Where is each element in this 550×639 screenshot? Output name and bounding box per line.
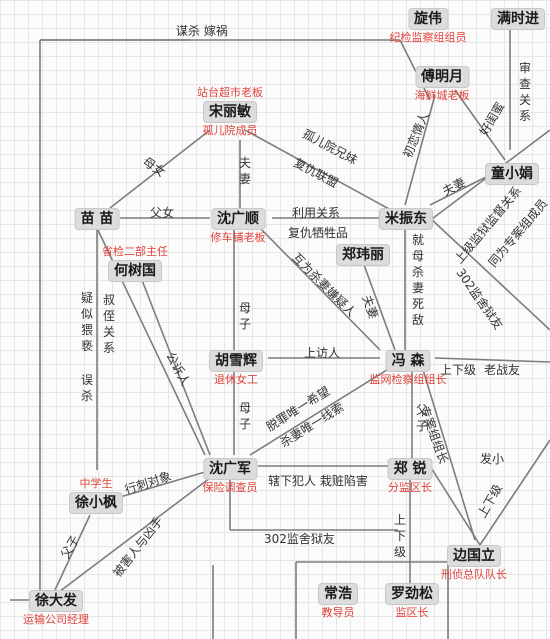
label-shangxia-ji-3: 上下级 bbox=[393, 513, 406, 559]
label-fu-nv: 父女 bbox=[150, 206, 175, 220]
node-qi-wei-role: 纪检监察组组员 bbox=[389, 31, 467, 44]
edge-tongxiaojuan-mizhendong bbox=[429, 174, 491, 206]
node-shen-guangjun-name: 沈广军 bbox=[203, 458, 257, 480]
edge-heshuguo-shenguangjun bbox=[139, 274, 211, 456]
node-qi-wei[interactable]: 旋伟 纪检监察组组员 bbox=[390, 8, 467, 45]
edge-bianguoli-right bbox=[479, 439, 550, 546]
node-shen-guangshun[interactable]: 沈广顺 修车铺老板 bbox=[211, 208, 266, 245]
node-xu-xiaofeng-name: 徐小枫 bbox=[69, 492, 123, 514]
node-miao-miao[interactable]: 苗 苗 bbox=[74, 208, 120, 230]
node-zheng-weili[interactable]: 郑玮丽 bbox=[336, 244, 390, 266]
node-chang-hao-role: 教导员 bbox=[321, 606, 355, 619]
node-man-shijin-name: 满时进 bbox=[491, 8, 545, 30]
node-hu-xuehui[interactable]: 胡雪辉 退休女工 bbox=[209, 350, 263, 387]
node-xu-dafa[interactable]: 徐大发 运输公司经理 bbox=[23, 590, 89, 627]
node-luo-jinsong-name: 罗劲松 bbox=[385, 583, 439, 605]
node-fu-mingyue-role: 海鲜城老板 bbox=[414, 89, 470, 102]
node-chang-hao-name: 常浩 bbox=[318, 583, 358, 605]
label-mousha-jiahuo: 谋杀 嫁祸 bbox=[176, 24, 228, 38]
label-fuyou-xishengpin: 复仇牺牲品 bbox=[288, 226, 349, 240]
node-zheng-weili-name: 郑玮丽 bbox=[336, 244, 390, 266]
label-shuzhi-guanxi: 叔侄关系 bbox=[102, 293, 115, 355]
node-xu-xiaofeng-role-above: 中学生 bbox=[79, 477, 113, 490]
edge-zhengweili-fengsen bbox=[362, 261, 396, 351]
label-xiaxia-fanren: 辖下犯人 栽赃陷害 bbox=[268, 474, 368, 488]
node-tong-xiaojuan[interactable]: 童小娟 bbox=[485, 163, 539, 185]
node-chang-hao[interactable]: 常浩 教导员 bbox=[318, 583, 358, 620]
edge-zhengrui-bianguoli bbox=[429, 465, 481, 546]
edge-shenguangjun-fengsen bbox=[249, 367, 391, 456]
node-shen-guangjun-role: 保险调查员 bbox=[202, 481, 258, 494]
node-song-limin-role-above: 站台超市老板 bbox=[197, 86, 263, 99]
node-song-limin-role: 孤儿院成员 bbox=[202, 124, 258, 137]
label-yisi-weixie: 疑似猥亵 bbox=[80, 291, 93, 353]
node-fu-mingyue-name: 傅明月 bbox=[415, 66, 469, 88]
node-xu-dafa-name: 徐大发 bbox=[29, 590, 83, 612]
node-qi-wei-name: 旋伟 bbox=[408, 8, 448, 30]
label-mu-zi-1: 母子 bbox=[238, 301, 251, 331]
label-gudu-302-2: 302监舍狱友 bbox=[264, 532, 335, 546]
node-zheng-rui-name: 郑 锐 bbox=[387, 458, 433, 480]
node-bian-guoli-name: 边国立 bbox=[447, 545, 501, 567]
edge-mizhendong-right-down bbox=[429, 217, 550, 331]
node-bian-guoli-role: 刑侦总队队长 bbox=[441, 568, 507, 581]
label-wusha: 误杀 bbox=[80, 373, 93, 403]
node-shen-guangshun-name: 沈广顺 bbox=[211, 208, 265, 230]
node-fu-mingyue[interactable]: 傅明月 海鲜城老板 bbox=[415, 66, 470, 103]
node-song-limin[interactable]: 站台超市老板 宋丽敏 孤儿院成员 bbox=[197, 86, 263, 138]
edge-songlimin-miaomiao bbox=[109, 129, 211, 209]
node-tong-xiaojuan-name: 童小娟 bbox=[485, 163, 539, 185]
node-he-shuguo-role-above: 省检二部主任 bbox=[102, 245, 168, 258]
node-feng-sen[interactable]: 冯 森 监网检察组组长 bbox=[370, 350, 447, 387]
node-miao-miao-name: 苗 苗 bbox=[74, 208, 120, 230]
node-feng-sen-name: 冯 森 bbox=[385, 350, 431, 372]
node-hu-xuehui-name: 胡雪辉 bbox=[209, 350, 263, 372]
node-luo-jinsong-role: 监区长 bbox=[395, 606, 429, 619]
node-song-limin-name: 宋丽敏 bbox=[203, 101, 257, 123]
node-mi-zhendong[interactable]: 米振东 bbox=[379, 208, 433, 230]
node-he-shuguo[interactable]: 省检二部主任 何树国 bbox=[102, 245, 168, 282]
edge-fumingyue-tongxiaojuan bbox=[454, 89, 506, 161]
label-liyong-guanxi: 利用关系 bbox=[292, 206, 341, 220]
label-lao-zhanyou: 老战友 bbox=[484, 363, 521, 377]
node-feng-sen-role: 监网检察组组长 bbox=[369, 373, 447, 386]
label-shenji-guanxi: 审查关系 bbox=[518, 61, 531, 123]
edge-shenguangjun-xudafa bbox=[54, 477, 211, 596]
edge-shenguangjun-xuxiaofeng bbox=[109, 471, 206, 501]
node-shen-guangshun-role: 修车铺老板 bbox=[210, 231, 266, 244]
edge-fumingyue-mizhendong bbox=[404, 94, 436, 206]
edge-fengsen-right bbox=[434, 357, 550, 363]
node-man-shijin[interactable]: 满时进 bbox=[491, 8, 545, 30]
node-zheng-rui-role: 分监区长 bbox=[388, 481, 432, 494]
label-fu-qi-1: 夫妻 bbox=[238, 156, 251, 186]
node-hu-xuehui-role: 退休女工 bbox=[214, 373, 258, 386]
node-zheng-rui[interactable]: 郑 锐 分监区长 bbox=[387, 458, 433, 495]
edge-songlimin-mizhendong bbox=[244, 129, 401, 216]
edge-xuxiaofeng-xudafa bbox=[54, 514, 91, 591]
node-bian-guoli[interactable]: 边国立 刑侦总队队长 bbox=[441, 545, 507, 582]
node-xu-dafa-role: 运输公司经理 bbox=[23, 613, 89, 626]
label-mu-zi-2: 母子 bbox=[238, 401, 251, 431]
label-shangfang-ren: 上访人 bbox=[304, 346, 341, 360]
label-jiumu-shaqi-sidi: 就母杀妻死敌 bbox=[411, 233, 424, 327]
node-he-shuguo-name: 何树国 bbox=[108, 260, 162, 282]
node-shen-guangjun[interactable]: 沈广军 保险调查员 bbox=[203, 458, 258, 495]
edge-fengsen-bianguoli-a bbox=[419, 359, 476, 541]
node-xu-xiaofeng[interactable]: 中学生 徐小枫 bbox=[69, 477, 123, 514]
label-fa-xiao: 发小 bbox=[480, 452, 505, 466]
node-luo-jinsong[interactable]: 罗劲松 监区长 bbox=[385, 583, 439, 620]
node-mi-zhendong-name: 米振东 bbox=[379, 208, 433, 230]
edge-shenguangshun-fengsen bbox=[259, 227, 381, 351]
label-shangxia-ji-1: 上下级 bbox=[440, 363, 477, 377]
label-fu-zi: 父子 bbox=[415, 403, 428, 433]
